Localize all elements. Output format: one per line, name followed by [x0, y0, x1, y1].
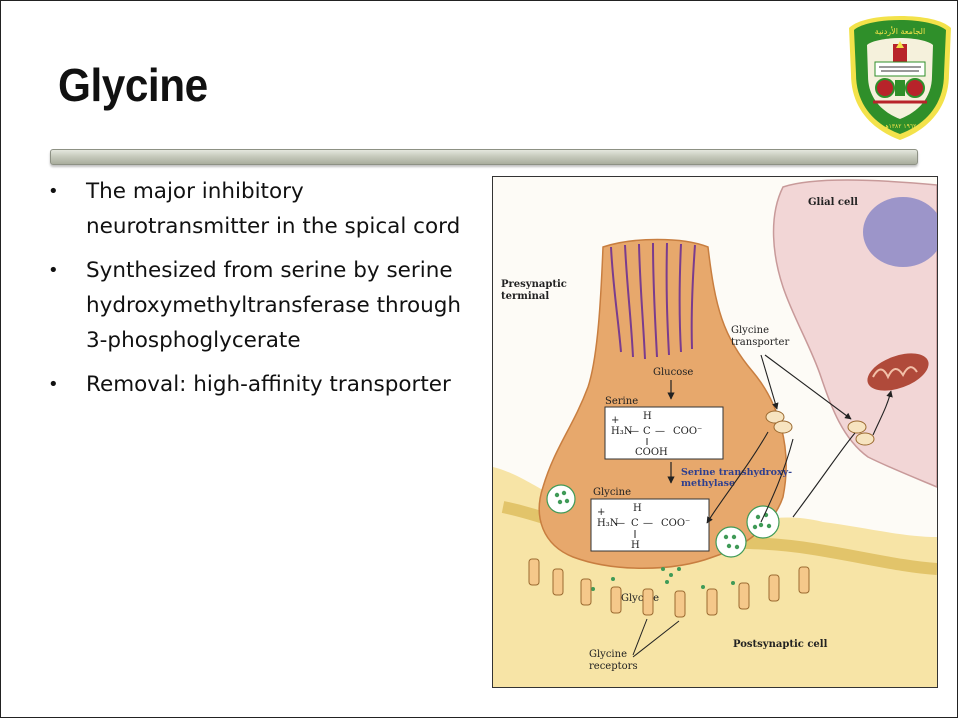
- label-enzyme-2: methylase: [681, 478, 735, 489]
- svg-text:+: +: [611, 415, 619, 426]
- receptor-pointer-lines: [632, 618, 680, 658]
- vesicle-glycine-dots: [554, 490, 772, 550]
- svg-text:—: —: [643, 518, 653, 529]
- label-glucose: Glucose: [653, 367, 693, 378]
- label-glycine-transporter-1: Glycine: [731, 325, 769, 336]
- svg-text:H: H: [643, 411, 652, 422]
- university-logo: الجامعة الأردنية ١٩٦٢ ١٣٨٢هـ: [849, 16, 951, 140]
- svg-text:COO⁻: COO⁻: [661, 518, 690, 529]
- logo-bottom-text: ١٩٦٢ ١٣٨٢هـ: [883, 123, 917, 130]
- glial-nucleus: [863, 197, 937, 267]
- bullet-dot: •: [48, 260, 59, 281]
- title-underline-bar: [50, 149, 918, 165]
- bullet-item: • Synthesized from serine by serine hydro…: [48, 253, 478, 358]
- svg-text:—: —: [615, 518, 625, 529]
- label-presynaptic-1: Presynaptic: [501, 279, 567, 290]
- glycine-receptors: [528, 558, 810, 618]
- bullet-dot: •: [48, 374, 59, 395]
- transport-arrows: [706, 354, 893, 524]
- cleft-glycine-dots: [591, 567, 735, 591]
- glycine-formula: + H H₃N — C — COO⁻ H: [590, 498, 710, 552]
- svg-text:H: H: [633, 503, 642, 514]
- label-cleft-glycine: Glycine: [621, 593, 659, 604]
- svg-text:C: C: [643, 426, 651, 437]
- glycine-transporters: [765, 410, 875, 446]
- label-glycine-receptors-2: receptors: [589, 661, 638, 672]
- mitochondrion: [867, 353, 929, 391]
- bullet-item: • The major inhibitory neurotransmitter i…: [48, 174, 478, 244]
- axon-fibers: [610, 242, 696, 360]
- slide-title: Glycine: [58, 59, 208, 111]
- svg-text:H₃N: H₃N: [597, 518, 619, 529]
- bullet-list: • The major inhibitory neurotransmitter i…: [48, 174, 478, 411]
- label-glycine: Glycine: [593, 487, 631, 498]
- label-postsynaptic-cell: Postsynaptic cell: [733, 639, 828, 650]
- synaptic-vesicle: [546, 484, 780, 558]
- label-serine: Serine: [605, 396, 638, 407]
- svg-text:—: —: [629, 426, 639, 437]
- svg-text:COO⁻: COO⁻: [673, 426, 702, 437]
- bullet-dot: •: [48, 181, 59, 202]
- svg-text:C: C: [631, 518, 639, 529]
- label-enzyme-1: Serine transhydroxy-: [681, 467, 792, 478]
- svg-text:COOH: COOH: [635, 447, 668, 458]
- glycine-synapse-figure: Glial cell Presynaptic terminal Glycine …: [492, 176, 938, 688]
- presynaptic-terminal: [538, 238, 787, 569]
- label-glycine-transporter-2: transporter: [731, 337, 789, 348]
- label-glycine-receptors-1: Glycine: [589, 649, 627, 660]
- bullet-text: The major inhibitory neurotransmitter in…: [86, 179, 461, 239]
- label-presynaptic-2: terminal: [501, 291, 549, 302]
- bullet-item: • Removal: high-affinity transporter: [48, 367, 478, 402]
- label-glial-cell: Glial cell: [808, 197, 858, 208]
- serine-formula: + H H₃N — C — COO⁻ COOH: [604, 406, 724, 460]
- logo-top-text: الجامعة الأردنية: [875, 26, 925, 36]
- bullet-text: Removal: high-affinity transporter: [86, 372, 451, 397]
- synapse-diagram: Glial cell Presynaptic terminal Glycine …: [493, 179, 937, 687]
- svg-text:—: —: [655, 426, 665, 437]
- svg-text:+: +: [597, 507, 605, 518]
- svg-text:H: H: [631, 540, 640, 551]
- bullet-text: Synthesized from serine by serine hydrox…: [86, 258, 462, 353]
- svg-text:H₃N: H₃N: [611, 426, 633, 437]
